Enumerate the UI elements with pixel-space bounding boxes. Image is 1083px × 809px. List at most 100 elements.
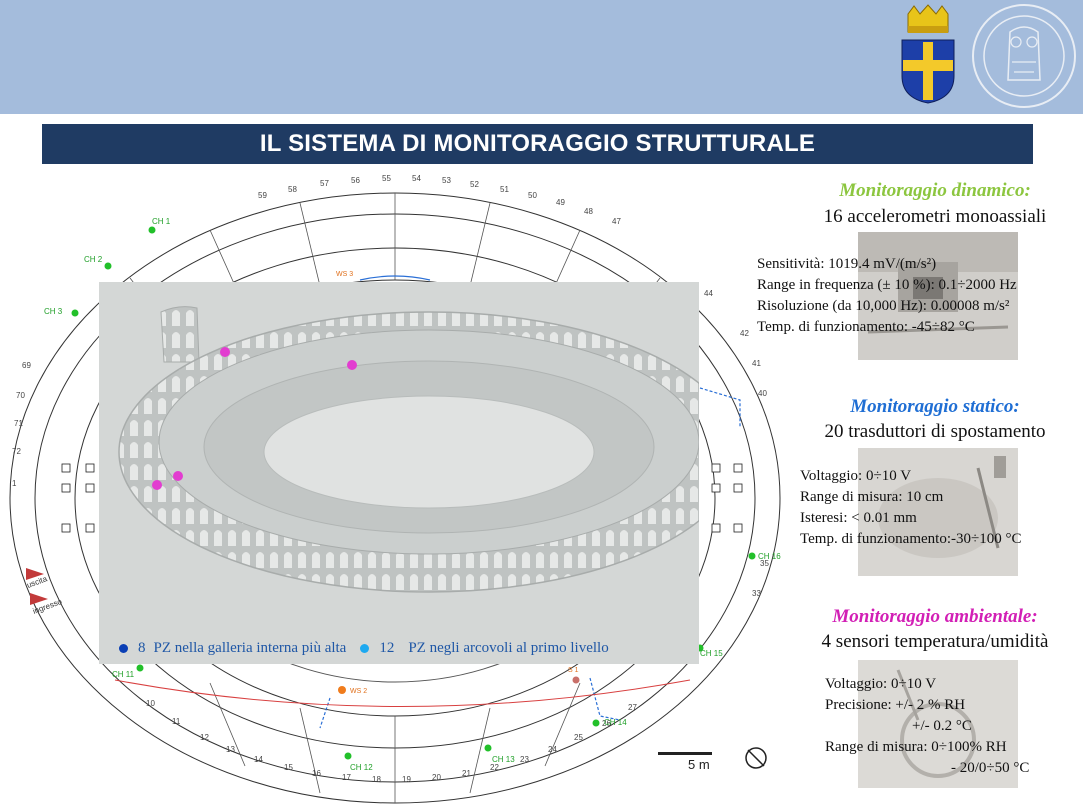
sector-number: 33: [752, 589, 761, 598]
sector-number: 20: [432, 773, 441, 782]
dynamic-monitoring-subtitle: 16 accelerometri monoassiali: [823, 206, 1047, 227]
channel-label: CH 16: [758, 552, 781, 561]
arena-3d-model: [118, 306, 699, 593]
ws-label: WS 3: [336, 271, 353, 278]
sector-number: 70: [16, 391, 25, 400]
spec-line: Range in frequenza (± 10 %): 0.1÷2000 Hz: [757, 277, 1017, 293]
environmental-specs: Voltaggio: 0÷10 V Precisione: +/- 2 % RH…: [825, 674, 1029, 779]
spec-line: Range di misura: 0÷100% RH: [825, 739, 1007, 755]
header-band: [0, 0, 1083, 114]
spec-line: Precisione: +/- 2 % RH: [825, 697, 966, 713]
channel-label: CH 3: [44, 307, 63, 316]
sector-number: 54: [412, 174, 421, 183]
sector-number: 25: [574, 733, 583, 742]
ws-label: S 1: [568, 667, 579, 674]
environmental-monitoring-title: Monitoraggio ambientale:: [832, 606, 1038, 627]
sector-number: 15: [284, 763, 293, 772]
sector-number: 58: [288, 185, 297, 194]
sector-number: 52: [470, 180, 479, 189]
spec-line: Isteresi: < 0.01 mm: [800, 510, 917, 526]
legend-item-gallery: 8 PZ nella galleria interna più alta: [119, 640, 346, 657]
spec-line: +/- 0.2 °C: [912, 718, 972, 734]
legend-count: 12: [379, 639, 395, 656]
sector-number: 55: [382, 174, 391, 183]
temperature-humidity-sensor-photo: [858, 660, 1018, 788]
sensor-marker: [347, 360, 357, 370]
dynamic-monitoring-title: Monitoraggio dinamico:: [839, 180, 1031, 201]
static-monitoring-subtitle: 20 trasduttori di spostamento: [824, 421, 1046, 442]
sector-number: 41: [752, 359, 761, 368]
channel-label: CH 14: [604, 718, 627, 727]
sector-number: 27: [628, 703, 637, 712]
sector-number: 23: [520, 755, 529, 764]
sensor-marker: [152, 480, 162, 490]
sector-number: 47: [612, 217, 621, 226]
environmental-monitoring-subtitle: 4 sensori temperatura/umidità: [821, 631, 1049, 652]
sensor-marker: [220, 347, 230, 357]
scale-label: 5 m: [688, 757, 710, 772]
sector-number: 19: [402, 775, 411, 784]
sector-number: 44: [704, 289, 713, 298]
sector-number: 11: [172, 717, 181, 726]
sector-number: 21: [462, 769, 471, 778]
channel-label: CH 2: [84, 255, 103, 264]
static-specs: Voltaggio: 0÷10 V Range di misura: 10 cm…: [800, 466, 1021, 550]
sector-number: 72: [12, 447, 21, 456]
page-title: IL SISTEMA DI MONITORAGGIO STRUTTURALE: [42, 124, 1033, 164]
legend-text: PZ negli arcovoli al primo livello: [408, 639, 609, 656]
university-seal-icon: [972, 4, 1076, 108]
channel-label: CH 1: [152, 217, 171, 226]
channel-label: CH 12: [350, 763, 373, 772]
sector-number: 42: [740, 329, 749, 338]
sector-number: 51: [500, 185, 509, 194]
sector-number: 1: [12, 479, 17, 488]
sector-number: 16: [312, 769, 321, 778]
sector-number: 26: [602, 719, 611, 728]
dynamic-specs: Sensitività: 1019.4 mV/(m/s²) Range in f…: [757, 254, 1017, 338]
sector-number: 14: [254, 755, 263, 764]
sensor-legend: 8 PZ nella galleria interna più alta 12 …: [99, 634, 699, 662]
accelerometer-photo: [858, 232, 1018, 360]
sector-number: 35: [760, 559, 769, 568]
spec-line: Temp. di funzionamento: -45÷82 °C: [757, 319, 975, 335]
sector-number: 59: [258, 191, 267, 200]
spec-line: - 20/0÷50 °C: [951, 760, 1030, 776]
spec-line: Risoluzione (da 10,000 Hz): 0.00008 m/s²: [757, 298, 1010, 314]
sector-number: 10: [146, 699, 155, 708]
sector-number: 50: [528, 191, 537, 200]
legend-item-arcovoli: 12 PZ negli arcovoli al primo livello: [360, 639, 609, 657]
sector-number: 56: [351, 176, 360, 185]
spec-line: Temp. di funzionamento:-30÷100 °C: [800, 531, 1022, 547]
sector-number: 48: [584, 207, 593, 216]
sector-number: 18: [372, 775, 381, 784]
static-monitoring-title: Monitoraggio statico:: [850, 396, 1020, 417]
spec-line: Voltaggio: 0÷10 V: [825, 676, 937, 692]
channel-label: CH 11: [112, 670, 135, 679]
spec-line: Voltaggio: 0÷10 V: [800, 468, 912, 484]
arena-floor-plan: 59 58 57 56 55 54 53 52 51 50 49 48 47 6…: [9, 174, 781, 804]
legend-text: PZ nella galleria interna più alta: [153, 639, 347, 656]
displacement-transducer-photo: [858, 448, 1018, 576]
sector-number: 17: [342, 773, 351, 782]
sector-number: 69: [22, 361, 31, 370]
sector-number: 49: [556, 198, 565, 207]
ws-label: WS 2: [350, 688, 367, 695]
sector-number: 40: [758, 389, 767, 398]
sector-number: 53: [442, 176, 451, 185]
sector-number: 12: [200, 733, 209, 742]
spec-line: Range di misura: 10 cm: [800, 489, 944, 505]
verona-crest-icon: [901, 4, 955, 104]
sector-number: 71: [14, 419, 23, 428]
sector-number: 24: [548, 745, 557, 754]
channel-label: CH 15: [700, 649, 723, 658]
sector-number: 22: [490, 763, 499, 772]
sensor-marker: [173, 471, 183, 481]
legend-dot-light-blue: [360, 643, 370, 653]
arena-3d-model-panel: 8 PZ nella galleria interna più alta 12 …: [99, 282, 699, 664]
channel-label: CH 13: [492, 755, 515, 764]
legend-count: 8: [138, 639, 146, 656]
sector-number: 13: [226, 745, 235, 754]
legend-dot-dark-blue: [119, 643, 128, 653]
sector-number: 57: [320, 179, 329, 188]
spec-line: Sensitività: 1019.4 mV/(m/s²): [757, 256, 937, 272]
